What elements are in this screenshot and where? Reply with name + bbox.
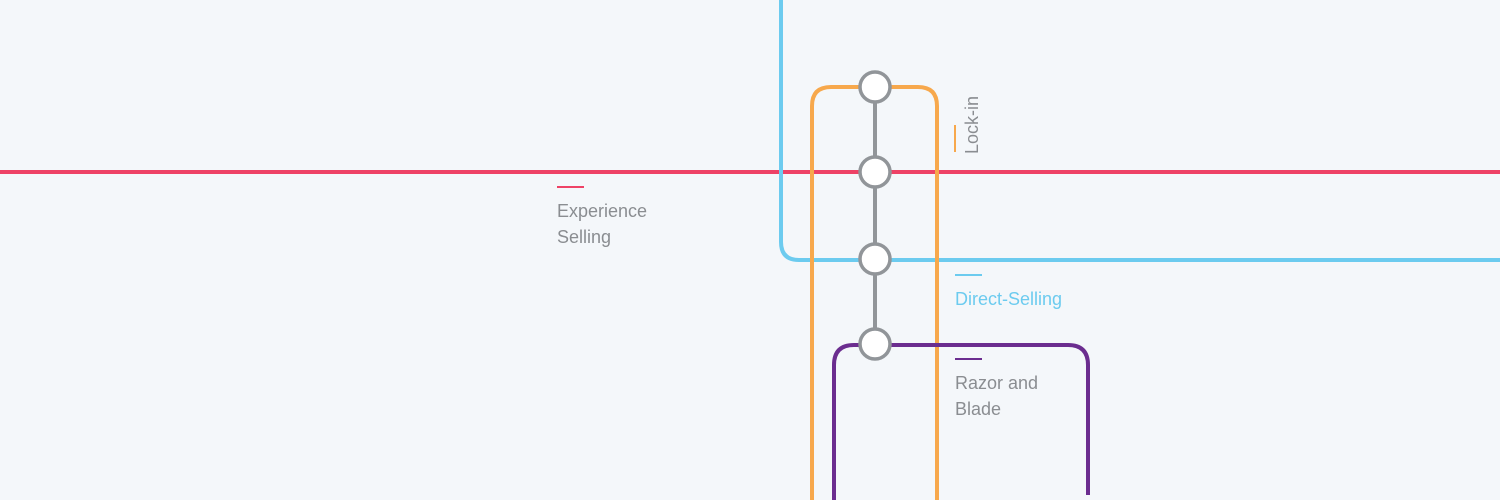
razor-and-blade-tick	[955, 358, 982, 360]
station-razor-and-blade	[858, 327, 892, 361]
station-experience-selling	[858, 155, 892, 189]
experience-selling-label: Experience Selling	[557, 186, 647, 250]
experience-selling-label-line-2: Selling	[557, 227, 612, 247]
lock-in-label-text: Lock-in	[962, 95, 982, 154]
experience-selling-tick	[557, 186, 584, 188]
direct-selling-line	[779, 0, 1500, 262]
experience-selling-label-line-1: Experience	[557, 201, 648, 221]
lock-in-tick	[954, 125, 956, 152]
razor-and-blade-label-line-1: Razor and	[955, 373, 1039, 393]
direct-selling-tick	[955, 274, 982, 276]
razor-and-blade-label: Razor and Blade	[955, 358, 1038, 422]
razor-and-blade-line	[832, 343, 1090, 500]
lock-in-label: Lock-in	[954, 88, 984, 154]
direct-selling-label-text: Direct-Selling	[955, 289, 1063, 309]
station-direct-selling	[858, 242, 892, 276]
direct-selling-label: Direct-Selling	[955, 274, 1062, 312]
razor-and-blade-label-line-2: Blade	[955, 399, 1002, 419]
station-lock-in	[858, 70, 892, 104]
